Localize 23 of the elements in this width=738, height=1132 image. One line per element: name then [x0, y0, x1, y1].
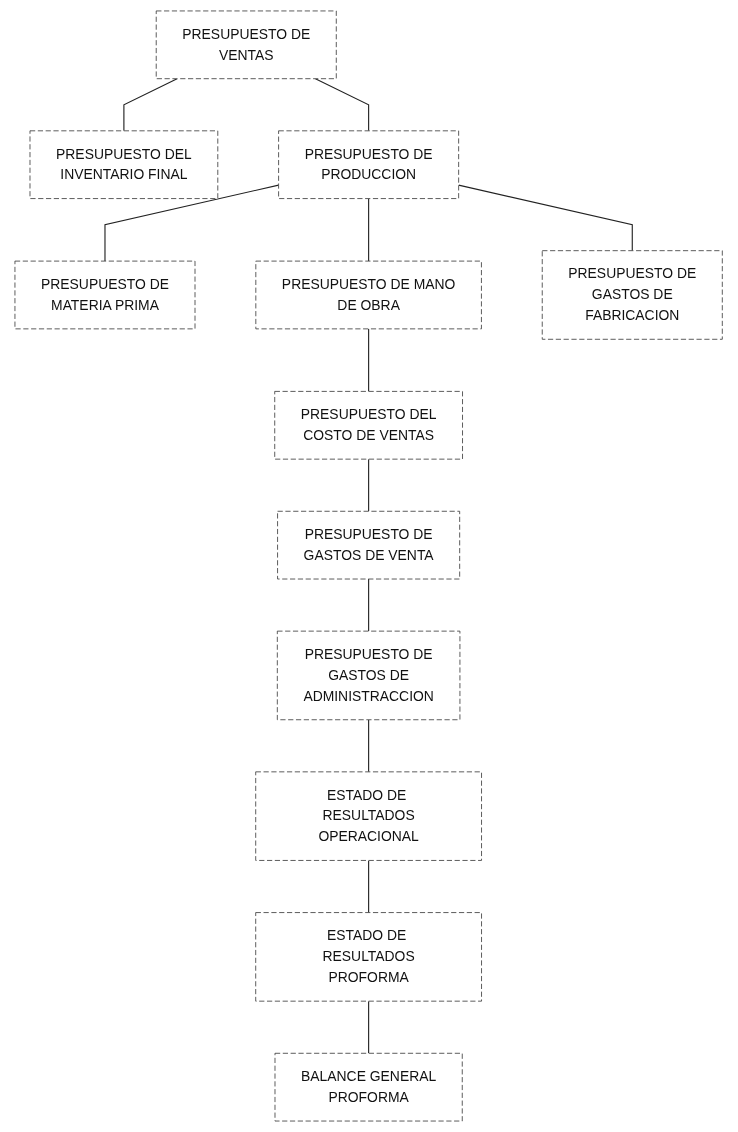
connector: [368, 458, 370, 512]
connector: [368, 1000, 370, 1054]
connector: [368, 719, 370, 773]
connector: [123, 78, 179, 132]
node-box: ESTADO DE RESULTADOS OPERACIONAL: [255, 771, 483, 861]
node-box: PRESUPUESTO DE GASTOS DE ADMINISTRACCION: [277, 630, 461, 721]
node-box: PRESUPUESTO DEL INVENTARIO FINAL: [29, 130, 219, 199]
connector: [458, 184, 634, 252]
node-box: PRESUPUESTO DE GASTOS DE VENTA: [277, 510, 461, 580]
node-box: PRESUPUESTO DEL COSTO DE VENTAS: [274, 390, 464, 460]
node-box: PRESUPUESTO DE PRODUCCION: [278, 130, 460, 199]
node-box: PRESUPUESTO DE VENTAS: [156, 10, 338, 80]
connector: [104, 184, 280, 262]
node-box: BALANCE GENERAL PROFORMA: [274, 1052, 464, 1122]
node-box: PRESUPUESTO DE MATERIA PRIMA: [14, 260, 196, 330]
connector: [368, 198, 370, 262]
node-box: PRESUPUESTO DE GASTOS DE FABRICACION: [542, 250, 724, 340]
connector: [368, 859, 370, 914]
connector: [368, 328, 370, 392]
node-box: PRESUPUESTO DE MANO DE OBRA: [255, 260, 483, 330]
connector: [368, 578, 370, 632]
node-box: ESTADO DE RESULTADOS PROFORMA: [255, 912, 483, 1002]
connector: [315, 78, 370, 132]
